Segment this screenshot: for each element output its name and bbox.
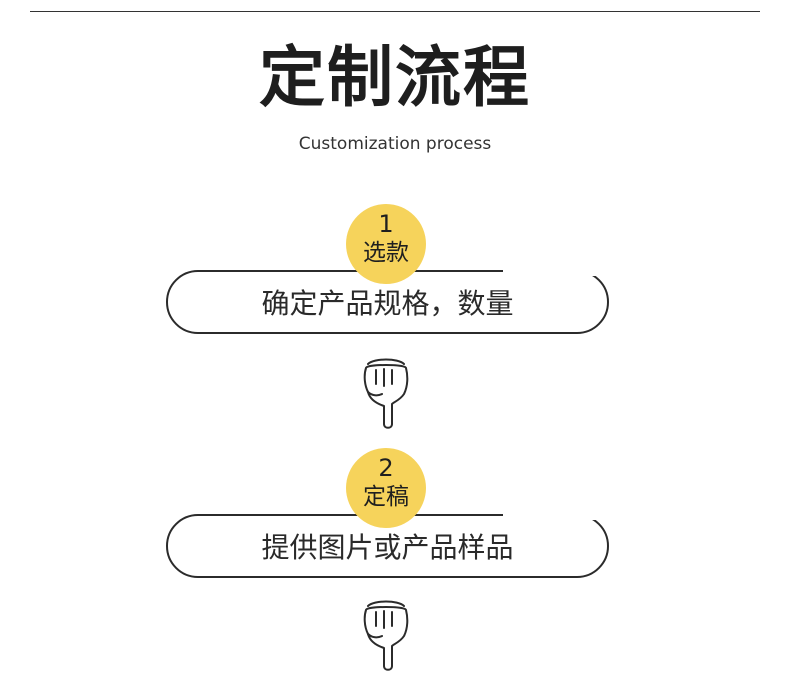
pill-gap (503, 512, 613, 520)
step-1-description: 确定产品规格，数量 (261, 287, 514, 320)
step-1-number: 1 (378, 210, 394, 238)
pill-gap (503, 268, 613, 276)
pointing-hand-down-icon (363, 358, 409, 429)
pointing-hand-down-icon (363, 600, 409, 671)
top-divider (30, 11, 760, 12)
step-1: 确定产品规格，数量 1 选款 (0, 204, 790, 344)
page-title: 定制流程 (259, 39, 531, 116)
step-2: 提供图片或产品样品 2 定稿 (0, 448, 790, 588)
page-subtitle: Customization process (298, 134, 492, 154)
step-1-name: 选款 (363, 240, 409, 266)
step-2-badge: 2 定稿 (346, 448, 426, 528)
step-2-name: 定稿 (363, 484, 409, 510)
step-2-description: 提供图片或产品样品 (261, 531, 514, 564)
step-1-badge: 1 选款 (346, 204, 426, 284)
step-2-number: 2 (378, 454, 394, 482)
